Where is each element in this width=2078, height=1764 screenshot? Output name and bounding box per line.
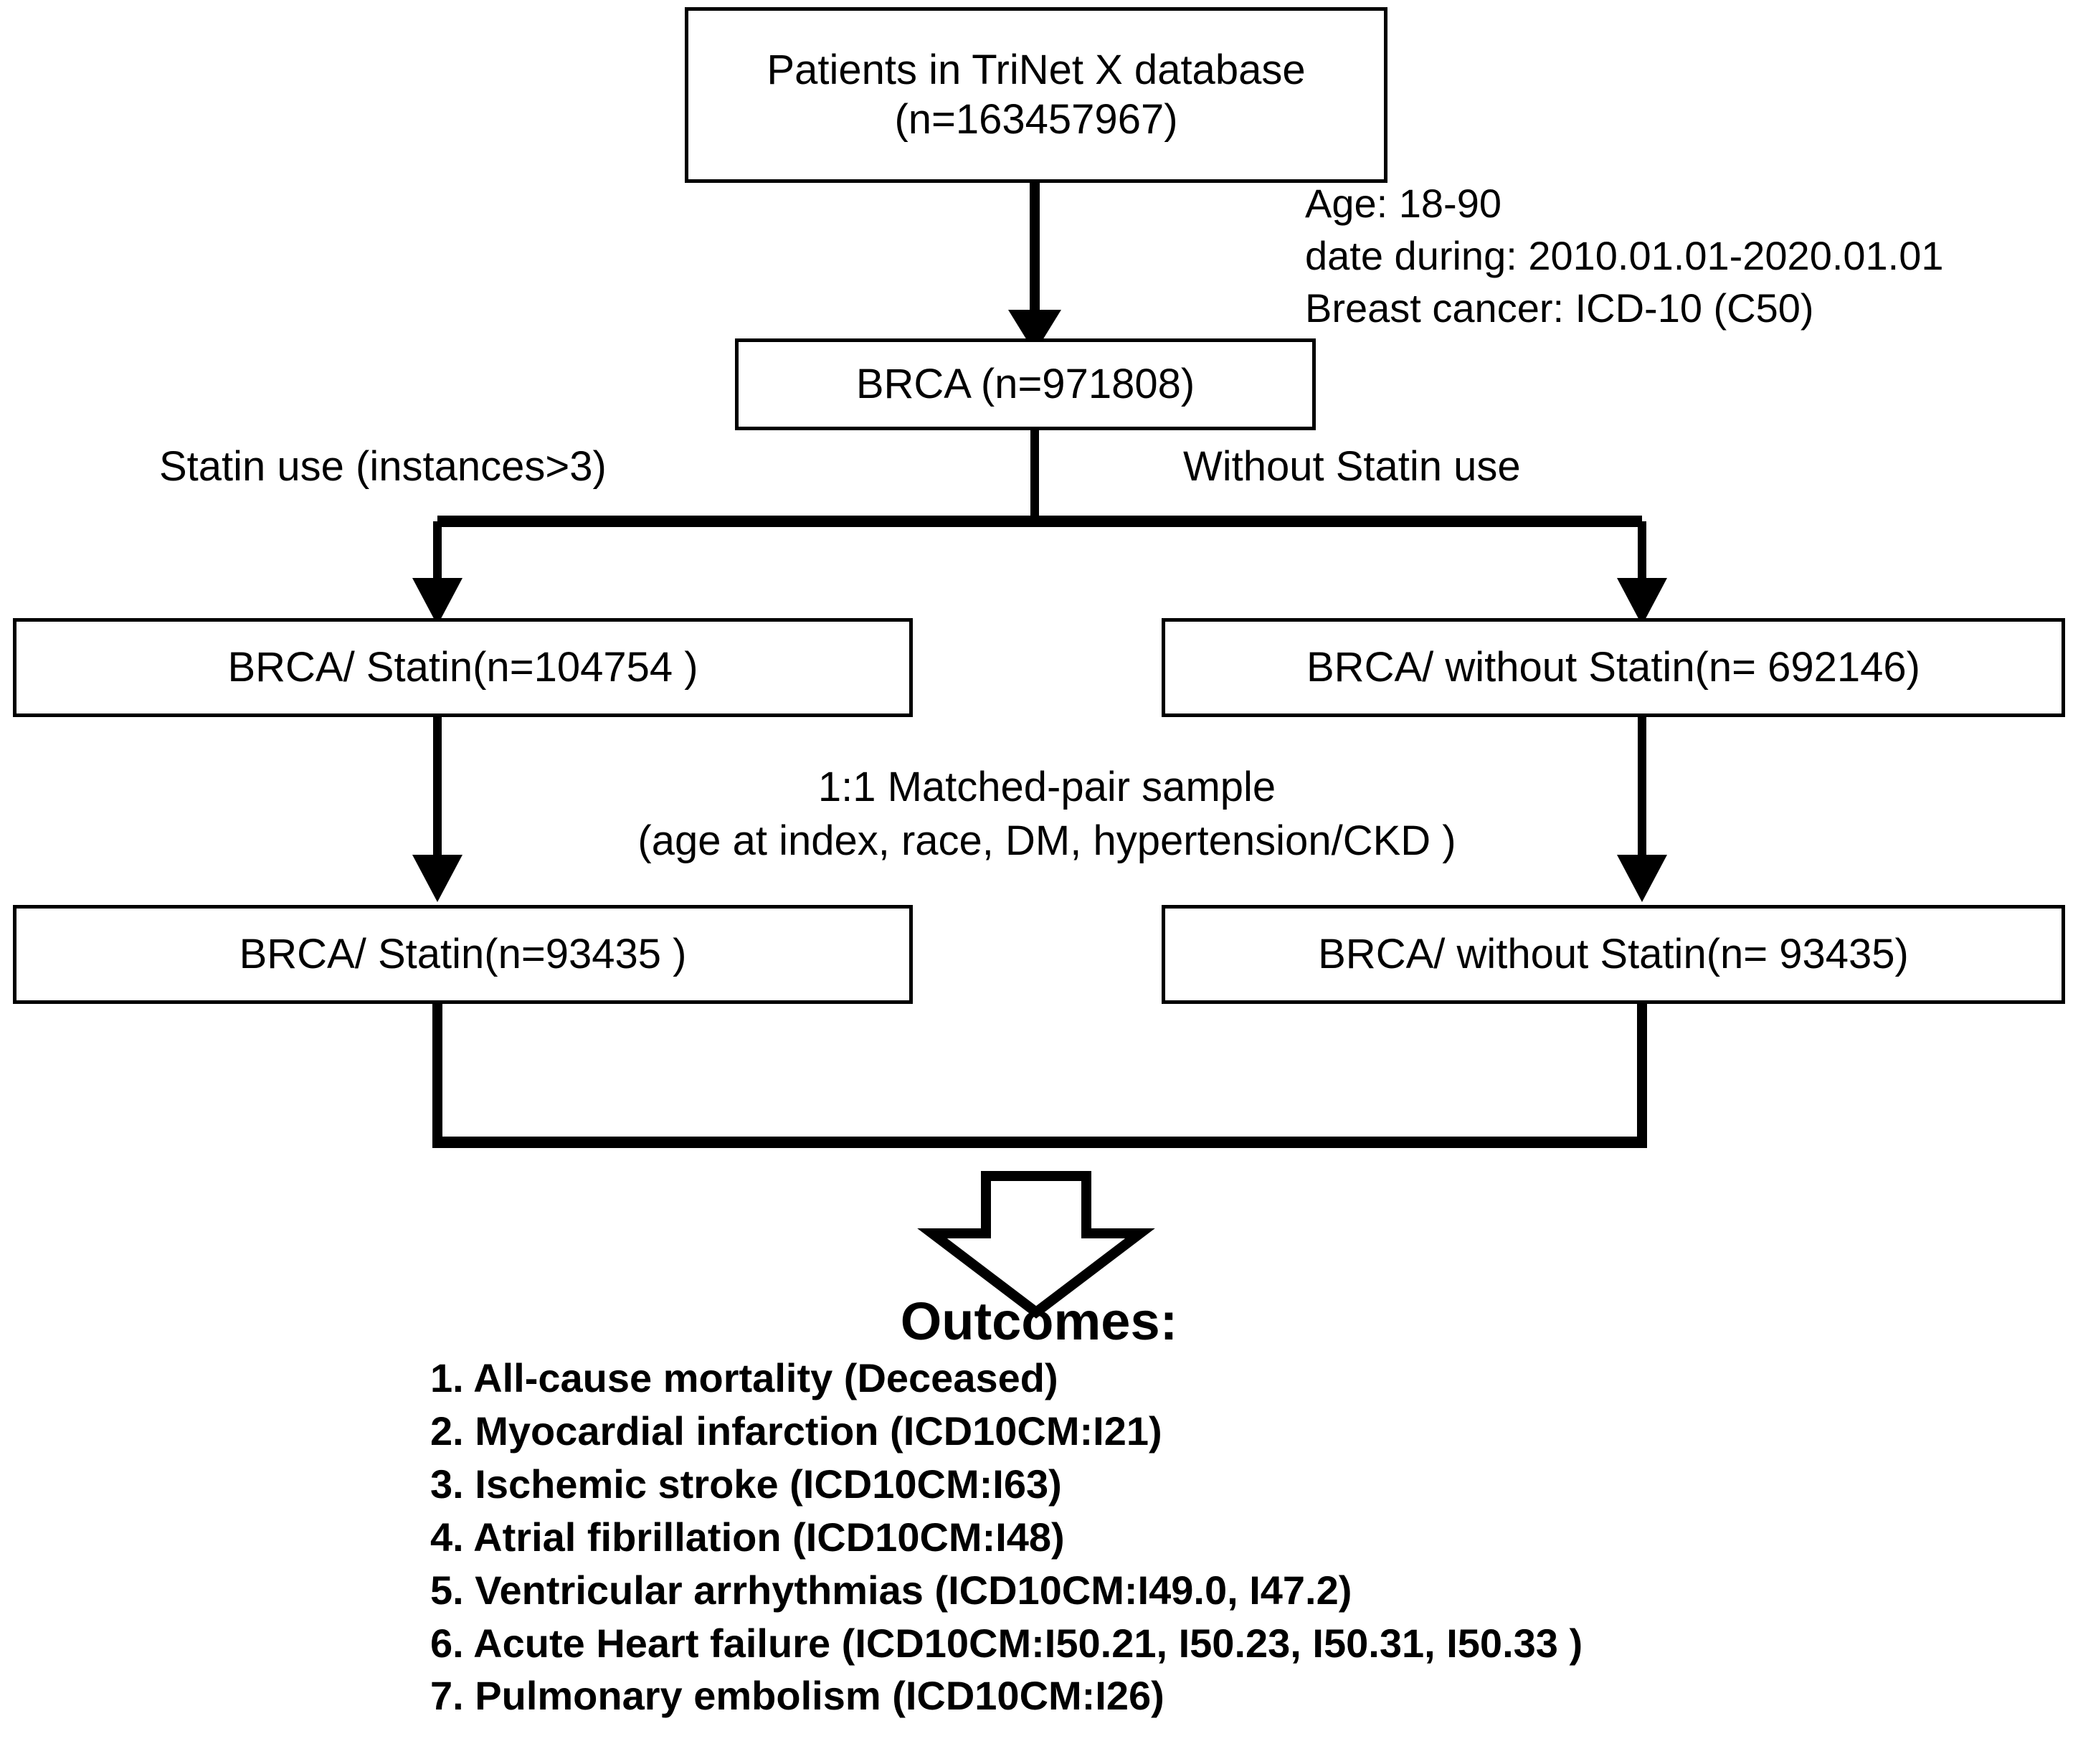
node-brca-label: BRCA (n=971808): [855, 360, 1195, 407]
outcomes-list: 1. All-cause mortality (Deceased) 2. Myo…: [0, 1352, 2078, 1722]
outcome-item: 7. Pulmonary embolism (ICD10CM:I26): [430, 1673, 1164, 1719]
outcome-item: 5. Ventricular arrhythmias (ICD10CM:I49.…: [430, 1567, 1352, 1613]
node-statin-matched-label: BRCA/ Statin(n=93435 ): [239, 930, 687, 977]
node-brca: BRCA (n=971808): [735, 338, 1316, 430]
outcomes-heading: Outcomes:: [900, 1291, 1178, 1351]
node-statin-unmatched-label: BRCA/ Statin(n=104754 ): [227, 643, 698, 691]
node-statin-matched: BRCA/ Statin(n=93435 ): [13, 905, 913, 1004]
outcome-item: 3. Ischemic stroke (ICD10CM:I63): [430, 1461, 1062, 1507]
node-nostatin-matched: BRCA/ without Statin(n= 93435): [1162, 905, 2065, 1004]
node-nostatin-unmatched: BRCA/ without Statin(n= 692146): [1162, 618, 2065, 717]
outcome-item: 6. Acute Heart failure (ICD10CM:I50.21, …: [430, 1620, 1583, 1666]
connector-source-to-brca: [1008, 183, 1061, 353]
connector-merge-bar: [432, 1004, 1647, 1148]
annotation-inclusion-criteria: Age: 18-90 date during: 2010.01.01-2020.…: [1305, 181, 1944, 331]
node-nostatin-unmatched-label: BRCA/ without Statin(n= 692146): [1306, 643, 1920, 691]
outcomes-section: Outcomes: 1. All-cause mortality (Deceas…: [0, 1291, 2078, 1722]
connector-statin-to-matched: [412, 717, 462, 902]
outcome-item: 4. Atrial fibrillation (ICD10CM:I48): [430, 1514, 1065, 1560]
outcome-item: 1. All-cause mortality (Deceased): [430, 1355, 1058, 1400]
edge-label-right-branch: Without Statin use: [1183, 443, 1521, 490]
node-source: Patients in TriNet X database (n=1634579…: [685, 7, 1387, 183]
outcome-item: 2. Myocardial infarction (ICD10CM:I21): [430, 1408, 1162, 1454]
node-statin-unmatched: BRCA/ Statin(n=104754 ): [13, 618, 913, 717]
node-source-label: Patients in TriNet X database (n=1634579…: [767, 47, 1306, 143]
connector-nostatin-to-matched: [1617, 717, 1667, 902]
annotation-matching: 1:1 Matched-pair sample (age at index, r…: [637, 764, 1456, 865]
edge-label-left-branch: Statin use (instances>3): [159, 443, 607, 490]
node-nostatin-matched-label: BRCA/ without Statin(n= 93435): [1318, 930, 1909, 977]
